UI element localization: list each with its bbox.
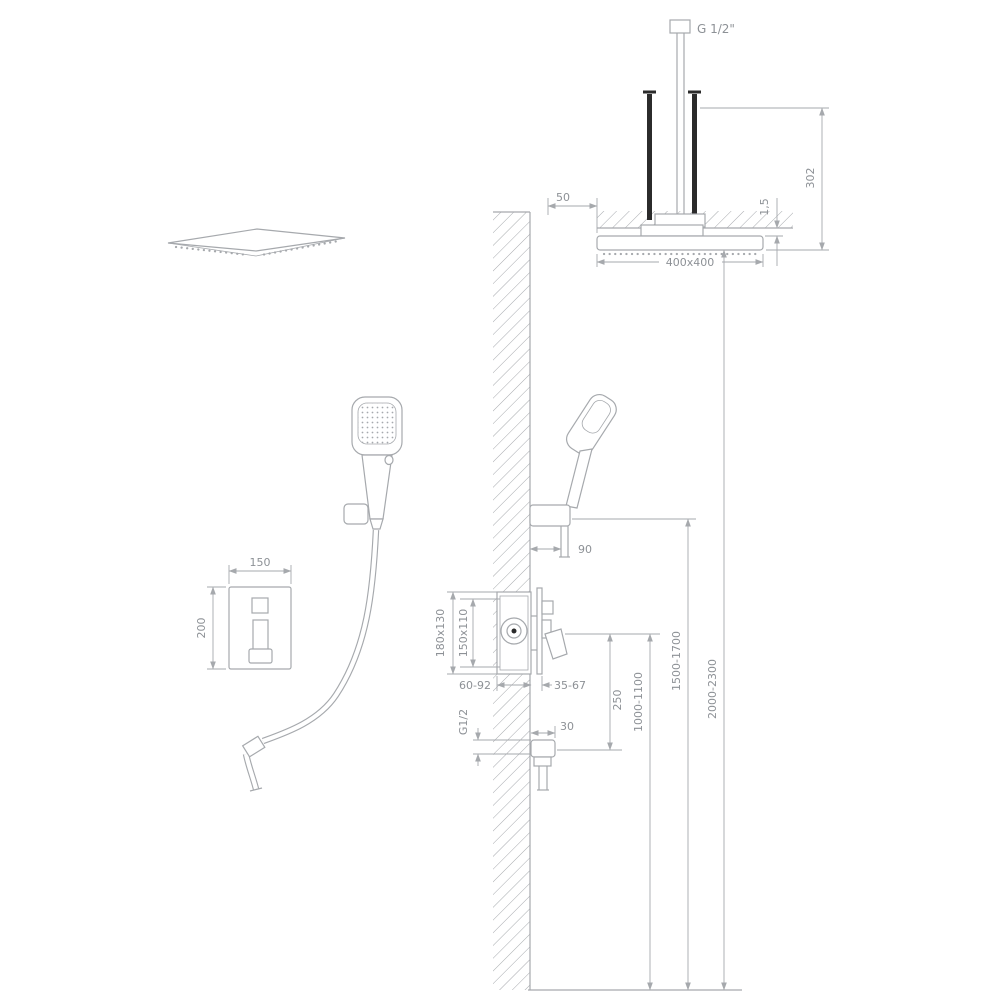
hand-shower-front-view bbox=[241, 396, 403, 792]
dim-arm-length-label: 302 bbox=[804, 168, 817, 189]
dim-rough-box-inner: 150x110 bbox=[457, 598, 500, 668]
hand-shower-side-view bbox=[529, 393, 617, 558]
handle-hose-connector bbox=[369, 518, 384, 530]
rain-head-body bbox=[596, 235, 764, 251]
dim-holder-height: 1500-1700 bbox=[572, 518, 696, 991]
lever-bar-front bbox=[252, 619, 269, 652]
lever-grip-front bbox=[248, 648, 273, 664]
dim-plate-height: 200 bbox=[195, 586, 226, 670]
rain-head-side-view: G 1/2" bbox=[596, 19, 764, 256]
dim-holder-height-label: 1500-1700 bbox=[670, 631, 683, 691]
dim-head-size-label: 400x400 bbox=[666, 256, 715, 269]
shower-holder-side bbox=[529, 504, 571, 527]
dim-head-height: 2000-2300 bbox=[706, 249, 727, 991]
dim-outlet-thread: G1/2 bbox=[457, 709, 531, 766]
mixer-valve-section bbox=[496, 587, 568, 675]
outlet-body bbox=[530, 739, 556, 758]
lever-handle-section bbox=[544, 628, 568, 660]
rain-head-top-view bbox=[167, 228, 346, 257]
spray-face bbox=[357, 402, 397, 445]
hand-shower-head-side bbox=[565, 393, 617, 455]
dim-valve-height: 1000-1100 bbox=[632, 633, 653, 991]
dim-plate-width-label: 150 bbox=[250, 556, 271, 569]
dim-outlet-thread-label: G1/2 bbox=[457, 709, 470, 735]
mixer-front-view bbox=[228, 586, 292, 670]
dim-valve-to-outlet: 250 bbox=[557, 633, 660, 751]
valve-body bbox=[500, 617, 528, 645]
dim-head-offset: 50 bbox=[547, 191, 598, 233]
water-outlet-section bbox=[530, 739, 556, 791]
dim-hose-outlet-offset: 90 bbox=[529, 543, 592, 556]
dim-valve-height-label: 1000-1100 bbox=[632, 672, 645, 732]
hose-nut bbox=[241, 735, 266, 758]
outlet-nut bbox=[533, 756, 552, 767]
dim-trim-depth-label: 35-67 bbox=[554, 679, 586, 692]
dim-rough-box-outer: 180x130 bbox=[434, 591, 497, 675]
dim-thread-top-label: G 1/2" bbox=[697, 22, 735, 36]
diverter-knob-section bbox=[541, 600, 554, 615]
dim-arm-length: 302 bbox=[700, 107, 829, 251]
dim-rough-box-outer-label: 180x130 bbox=[434, 609, 447, 658]
dim-trim-depth: 35-67 bbox=[521, 676, 586, 692]
dim-mounting-depth-label: 60-92 bbox=[459, 679, 491, 692]
dim-outlet-reach: 30 bbox=[530, 720, 574, 738]
mode-button bbox=[384, 454, 394, 466]
dim-head-size: 400x400 bbox=[596, 254, 764, 269]
dim-hose-outlet-offset-label: 90 bbox=[578, 543, 592, 556]
dim-valve-to-outlet-label: 250 bbox=[611, 690, 624, 711]
mounting-rod-right bbox=[692, 94, 697, 220]
dim-outlet-reach-label: 30 bbox=[560, 720, 574, 733]
rain-head-nozzles-right bbox=[262, 240, 338, 256]
rain-head-panel bbox=[167, 228, 346, 252]
dim-head-height-label: 2000-2300 bbox=[706, 659, 719, 719]
mount-base bbox=[640, 224, 704, 237]
dim-head-offset-label: 50 bbox=[556, 191, 570, 204]
hand-shower-handle-side bbox=[565, 448, 593, 509]
trim-plate-section bbox=[536, 587, 543, 675]
dim-plate-width: 150 bbox=[228, 556, 292, 584]
shower-holder-front bbox=[343, 503, 369, 525]
dim-plate-height-label: 200 bbox=[195, 618, 208, 639]
diverter-button-front bbox=[251, 597, 269, 614]
dim-ceiling-gap: 1,5 bbox=[758, 198, 783, 266]
dim-rough-box-inner-label: 150x110 bbox=[457, 609, 470, 658]
ceiling-supply-fitting bbox=[669, 19, 691, 34]
rain-head-nozzles-left bbox=[174, 245, 250, 257]
mounting-rod-left bbox=[647, 94, 652, 220]
dim-ceiling-gap-label: 1,5 bbox=[758, 198, 771, 216]
